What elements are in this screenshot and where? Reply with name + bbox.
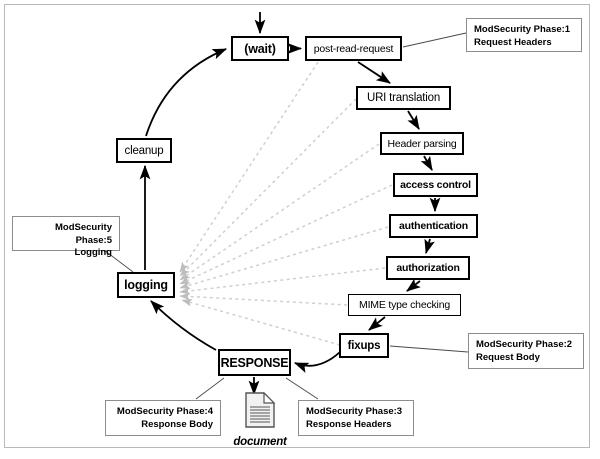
node-authentication-label: authentication: [399, 220, 468, 232]
note-modsecurity-phase-3: ModSecurity Phase:3 Response Headers: [298, 400, 414, 436]
node-logging[interactable]: logging: [117, 272, 175, 298]
document-node: document: [229, 391, 291, 448]
note-modsecurity-phase-2: ModSecurity Phase:2 Request Body: [468, 333, 584, 369]
edge-mime-to-fixups: [368, 316, 386, 331]
node-access-control-label: access control: [400, 179, 471, 191]
note-phase1-line1: ModSecurity Phase:1: [474, 24, 571, 35]
leader-phase2: [389, 345, 469, 353]
node-fixups-label: fixups: [347, 339, 381, 352]
node-response[interactable]: RESPONSE: [218, 349, 291, 376]
edge-authn-to-logging: [179, 226, 389, 289]
note-phase4-line1: ModSecurity Phase:4: [116, 406, 213, 417]
edge-uri-to-logging: [179, 98, 357, 277]
node-wait[interactable]: (wait): [231, 36, 289, 61]
edge-post-read-to-logging: [179, 61, 319, 273]
node-uri-translation-label: URI translation: [366, 92, 441, 104]
note-modsecurity-phase-4: ModSecurity Phase:4 Response Body: [105, 400, 221, 436]
edge-header-to-logging: [179, 143, 380, 281]
solid-edges: [139, 12, 441, 396]
note-phase2-line2: Request Body: [476, 351, 540, 363]
edge-mime-to-logging: [179, 292, 348, 306]
node-header-parsing-label: Header parsing: [387, 137, 457, 150]
edge-authz-to-logging: [179, 267, 386, 295]
node-post-read-request-label: post-read-request: [313, 42, 394, 55]
node-post-read-request[interactable]: post-read-request: [305, 36, 402, 61]
node-authorization[interactable]: authorization: [386, 256, 470, 280]
edge-response-to-logging: [150, 300, 217, 351]
node-cleanup[interactable]: cleanup: [116, 138, 172, 163]
node-mime-type-checking[interactable]: MIME type checking: [348, 294, 461, 316]
node-response-label: RESPONSE: [220, 355, 289, 370]
edge-access-to-logging: [179, 184, 393, 285]
note-phase5-line1: ModSecurity Phase:5: [54, 222, 112, 246]
node-fixups[interactable]: fixups: [339, 333, 389, 358]
node-mime-type-checking-label: MIME type checking: [359, 299, 450, 311]
note-modsecurity-phase-1: ModSecurity Phase:1 Request Headers: [466, 18, 582, 52]
note-phase4-line2: Response Body: [141, 418, 213, 430]
node-wait-label: (wait): [244, 41, 276, 56]
edge-header-to-access: [420, 155, 433, 171]
document-icon: [245, 391, 276, 428]
node-access-control[interactable]: access control: [393, 173, 478, 197]
node-logging-label: logging: [124, 278, 168, 292]
edge-fixups-to-response: [293, 351, 341, 373]
note-phase5-line2: Logging: [74, 247, 112, 258]
node-cleanup-label: cleanup: [124, 144, 164, 157]
note-phase2-line1: ModSecurity Phase:2: [476, 339, 573, 350]
note-phase3-line1: ModSecurity Phase:3: [306, 406, 403, 417]
edge-uri-to-header: [407, 110, 420, 130]
note-modsecurity-phase-5: ModSecurity Phase:5 Logging: [12, 216, 120, 258]
edge-fixups-to-logging: [181, 298, 341, 346]
document-label: document: [233, 436, 287, 448]
node-header-parsing[interactable]: Header parsing: [380, 132, 464, 155]
note-phase1-line2: Request Headers: [474, 36, 552, 48]
note-phase3-line2: Response Headers: [306, 418, 392, 430]
leader-phase4: [195, 377, 225, 400]
edge-authn-to-authz: [424, 238, 435, 255]
edge-authz-to-mime: [406, 278, 421, 292]
node-authentication[interactable]: authentication: [389, 214, 478, 238]
node-authorization-label: authorization: [396, 262, 460, 274]
edge-cleanup-to-wait: [145, 48, 227, 137]
leader-phase1: [402, 32, 467, 48]
edge-post-read-to-uri: [357, 61, 391, 84]
node-uri-translation[interactable]: URI translation: [356, 86, 451, 110]
